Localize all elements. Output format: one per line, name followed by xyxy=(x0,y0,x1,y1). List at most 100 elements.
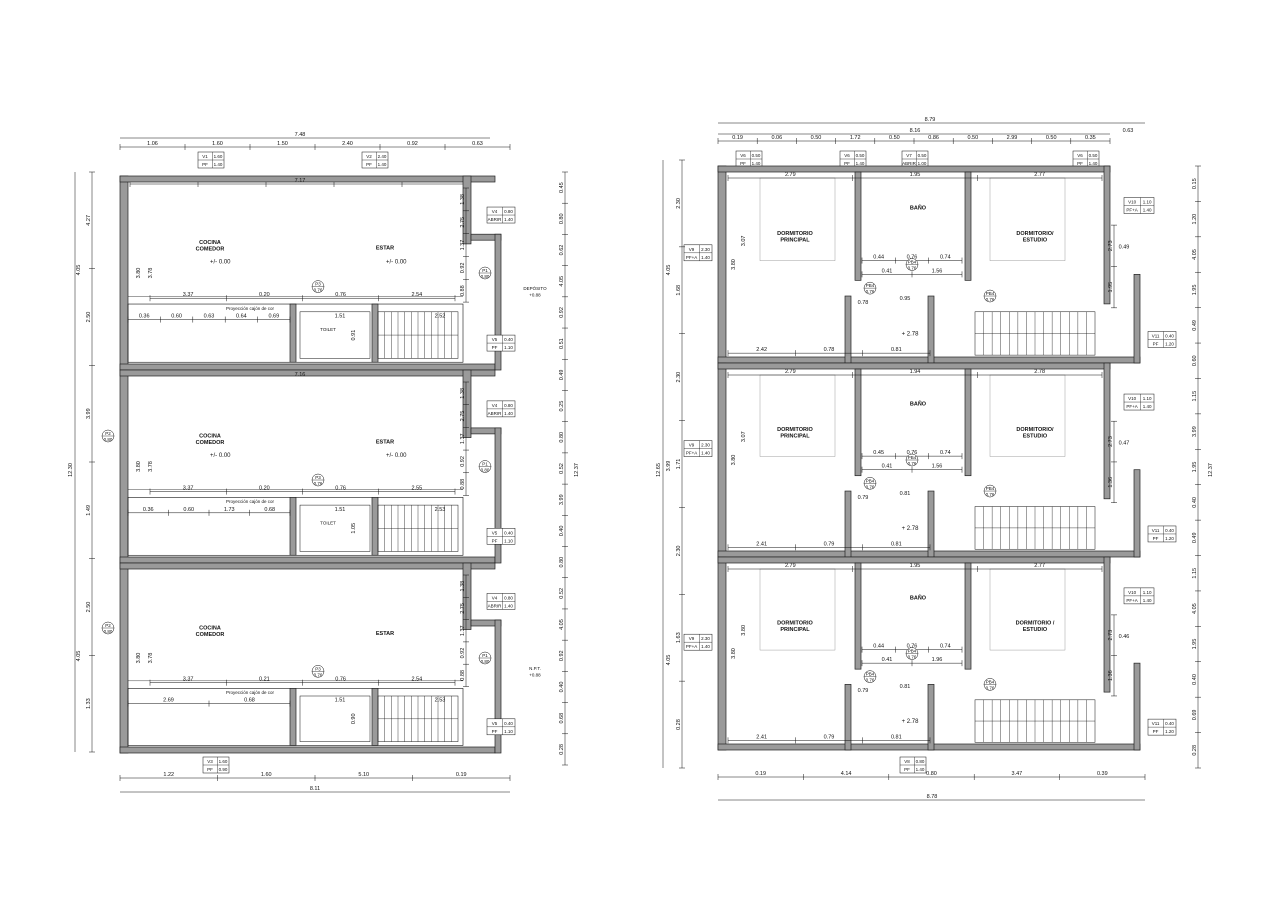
dimension-label-line: 0.88 xyxy=(460,479,466,490)
bathroom-label: BAÑO xyxy=(910,594,927,601)
dimension-label-line: 1.20 xyxy=(1192,214,1198,225)
dimension-label: 1.63 xyxy=(676,632,682,643)
dimension-label-line: 0.50 xyxy=(889,135,900,141)
door-tag-width: 0.76 xyxy=(908,655,917,660)
tag-id-line: V5 xyxy=(492,337,498,342)
door-tag-width-line: 0.80 xyxy=(104,629,113,634)
dimension-label-line: 2.42 xyxy=(756,347,767,353)
door-tag-id: PB4 xyxy=(908,649,917,654)
tag-id: V5 xyxy=(492,530,498,535)
tag-value: 1.40 xyxy=(1089,161,1098,166)
dimension-label-line: 2.50 xyxy=(86,312,92,323)
toilet-label: TOILET xyxy=(320,327,336,332)
door-tag-id-line: P2 xyxy=(105,431,111,436)
tag-id-line: V10 xyxy=(1128,590,1137,595)
bed-outline xyxy=(759,177,836,261)
dimension-label-line: 0.63 xyxy=(472,141,483,147)
door-tag-id-line: PB4 xyxy=(908,649,917,654)
dimension-label-line: 0.92 xyxy=(407,141,418,147)
third-width-label-line: 0.63 xyxy=(1123,128,1134,134)
stair-dim: 1.51 xyxy=(335,314,346,320)
dimension-label-line: 0.86 xyxy=(928,135,939,141)
tag-id-line: V7 xyxy=(906,153,912,158)
toilet-wall xyxy=(289,497,297,556)
door-tag-width-line: 0.80 xyxy=(481,274,490,279)
dimension-label: 0.28 xyxy=(559,744,565,755)
tag-value-line: 0.40 xyxy=(504,337,513,342)
dimension-label: 1.20 xyxy=(1192,214,1198,225)
tag-value-line: 1.40 xyxy=(214,162,223,167)
toilet-dim-line: 1.05 xyxy=(351,523,357,534)
dimension-label: 4.05 xyxy=(559,276,565,287)
hall-dim-line: 0.78 xyxy=(858,300,869,306)
toilet-room xyxy=(299,504,371,552)
hall-dim: 0.79 xyxy=(858,688,869,694)
dimension-label: 0.39 xyxy=(1097,771,1108,777)
tag-type: PF+A xyxy=(1126,208,1137,213)
tag-type-line: PF+A xyxy=(1126,404,1137,409)
dimension-label-line: 2.73 xyxy=(1108,240,1114,251)
exterior-wall-right-lower xyxy=(1133,469,1141,558)
staircase xyxy=(974,311,1096,356)
dimension-label-line: 2.54 xyxy=(412,677,423,683)
second-width-label: 8.16 xyxy=(910,128,921,134)
tag-value-line: 0.40 xyxy=(504,530,513,535)
tag-id-line: V6 xyxy=(740,153,746,158)
level-label-line: + 2.78 xyxy=(902,331,920,337)
dimension-label: 0.92 xyxy=(460,263,466,274)
tag-type: PF xyxy=(1077,161,1083,166)
height-label-line: 3.80 xyxy=(731,648,737,659)
main-bedroom-label-line: DORMITORIO xyxy=(777,231,813,237)
left-dimension-chain: 4.272.503.991.492.501.33 xyxy=(86,171,95,753)
tag-type-line: PF xyxy=(844,161,850,166)
living-room-label: ESTAR xyxy=(376,631,394,637)
level-label-line: +/- 0.00 xyxy=(210,259,231,265)
dimension-label: 1.56 xyxy=(932,464,943,470)
door-tag-p3: P30.76 xyxy=(311,280,325,293)
door-tag-p1: P10.80 xyxy=(478,266,492,280)
dimension-label-line: 2.50 xyxy=(86,602,92,613)
right-dimension-chain: 1.382.751.370.920.88 xyxy=(460,187,469,303)
annotation-note: N.P.T.+0.88 xyxy=(529,666,541,678)
door-tag-p2-b: P20.80 xyxy=(101,621,115,635)
tag-type-line: PF xyxy=(740,161,746,166)
tag-type-line: ABRIR xyxy=(488,411,503,416)
height-label: 3.78 xyxy=(148,653,154,664)
tag-value: 1.60 xyxy=(214,154,223,159)
door-tag-id-line: P1 xyxy=(482,653,488,658)
dimension-label-line: 1.15 xyxy=(1192,391,1198,402)
door-tag-p3: P30.76 xyxy=(311,665,325,678)
main-bedroom-label-line: DORMITORIO xyxy=(777,621,813,627)
dimension-label-line: 0.28 xyxy=(559,744,565,755)
tag-id-line: V9 xyxy=(689,247,695,252)
dimension-label-line: 0.81 xyxy=(891,541,902,547)
dimension-label-line: 4.27 xyxy=(86,215,92,226)
tag-id: V6 xyxy=(844,153,850,158)
dimension-label-line: 1.60 xyxy=(212,141,223,147)
dimension-label: 0.92 xyxy=(559,650,565,661)
dimension-label-line: 0.28 xyxy=(1192,745,1198,756)
dimension-label-line: 1.68 xyxy=(676,285,682,296)
tag-id: V2 xyxy=(366,154,372,159)
dimension-label: 1.06 xyxy=(147,141,158,147)
dimension-label: 0.60 xyxy=(1192,355,1198,366)
tag-id-line: V4 xyxy=(492,209,498,214)
dimension-label: 4.05 xyxy=(1192,249,1198,260)
bath-wall-right xyxy=(964,562,972,670)
annotation-note-line: +0.88 xyxy=(529,293,541,298)
tag-type: PF+A xyxy=(1126,598,1137,603)
